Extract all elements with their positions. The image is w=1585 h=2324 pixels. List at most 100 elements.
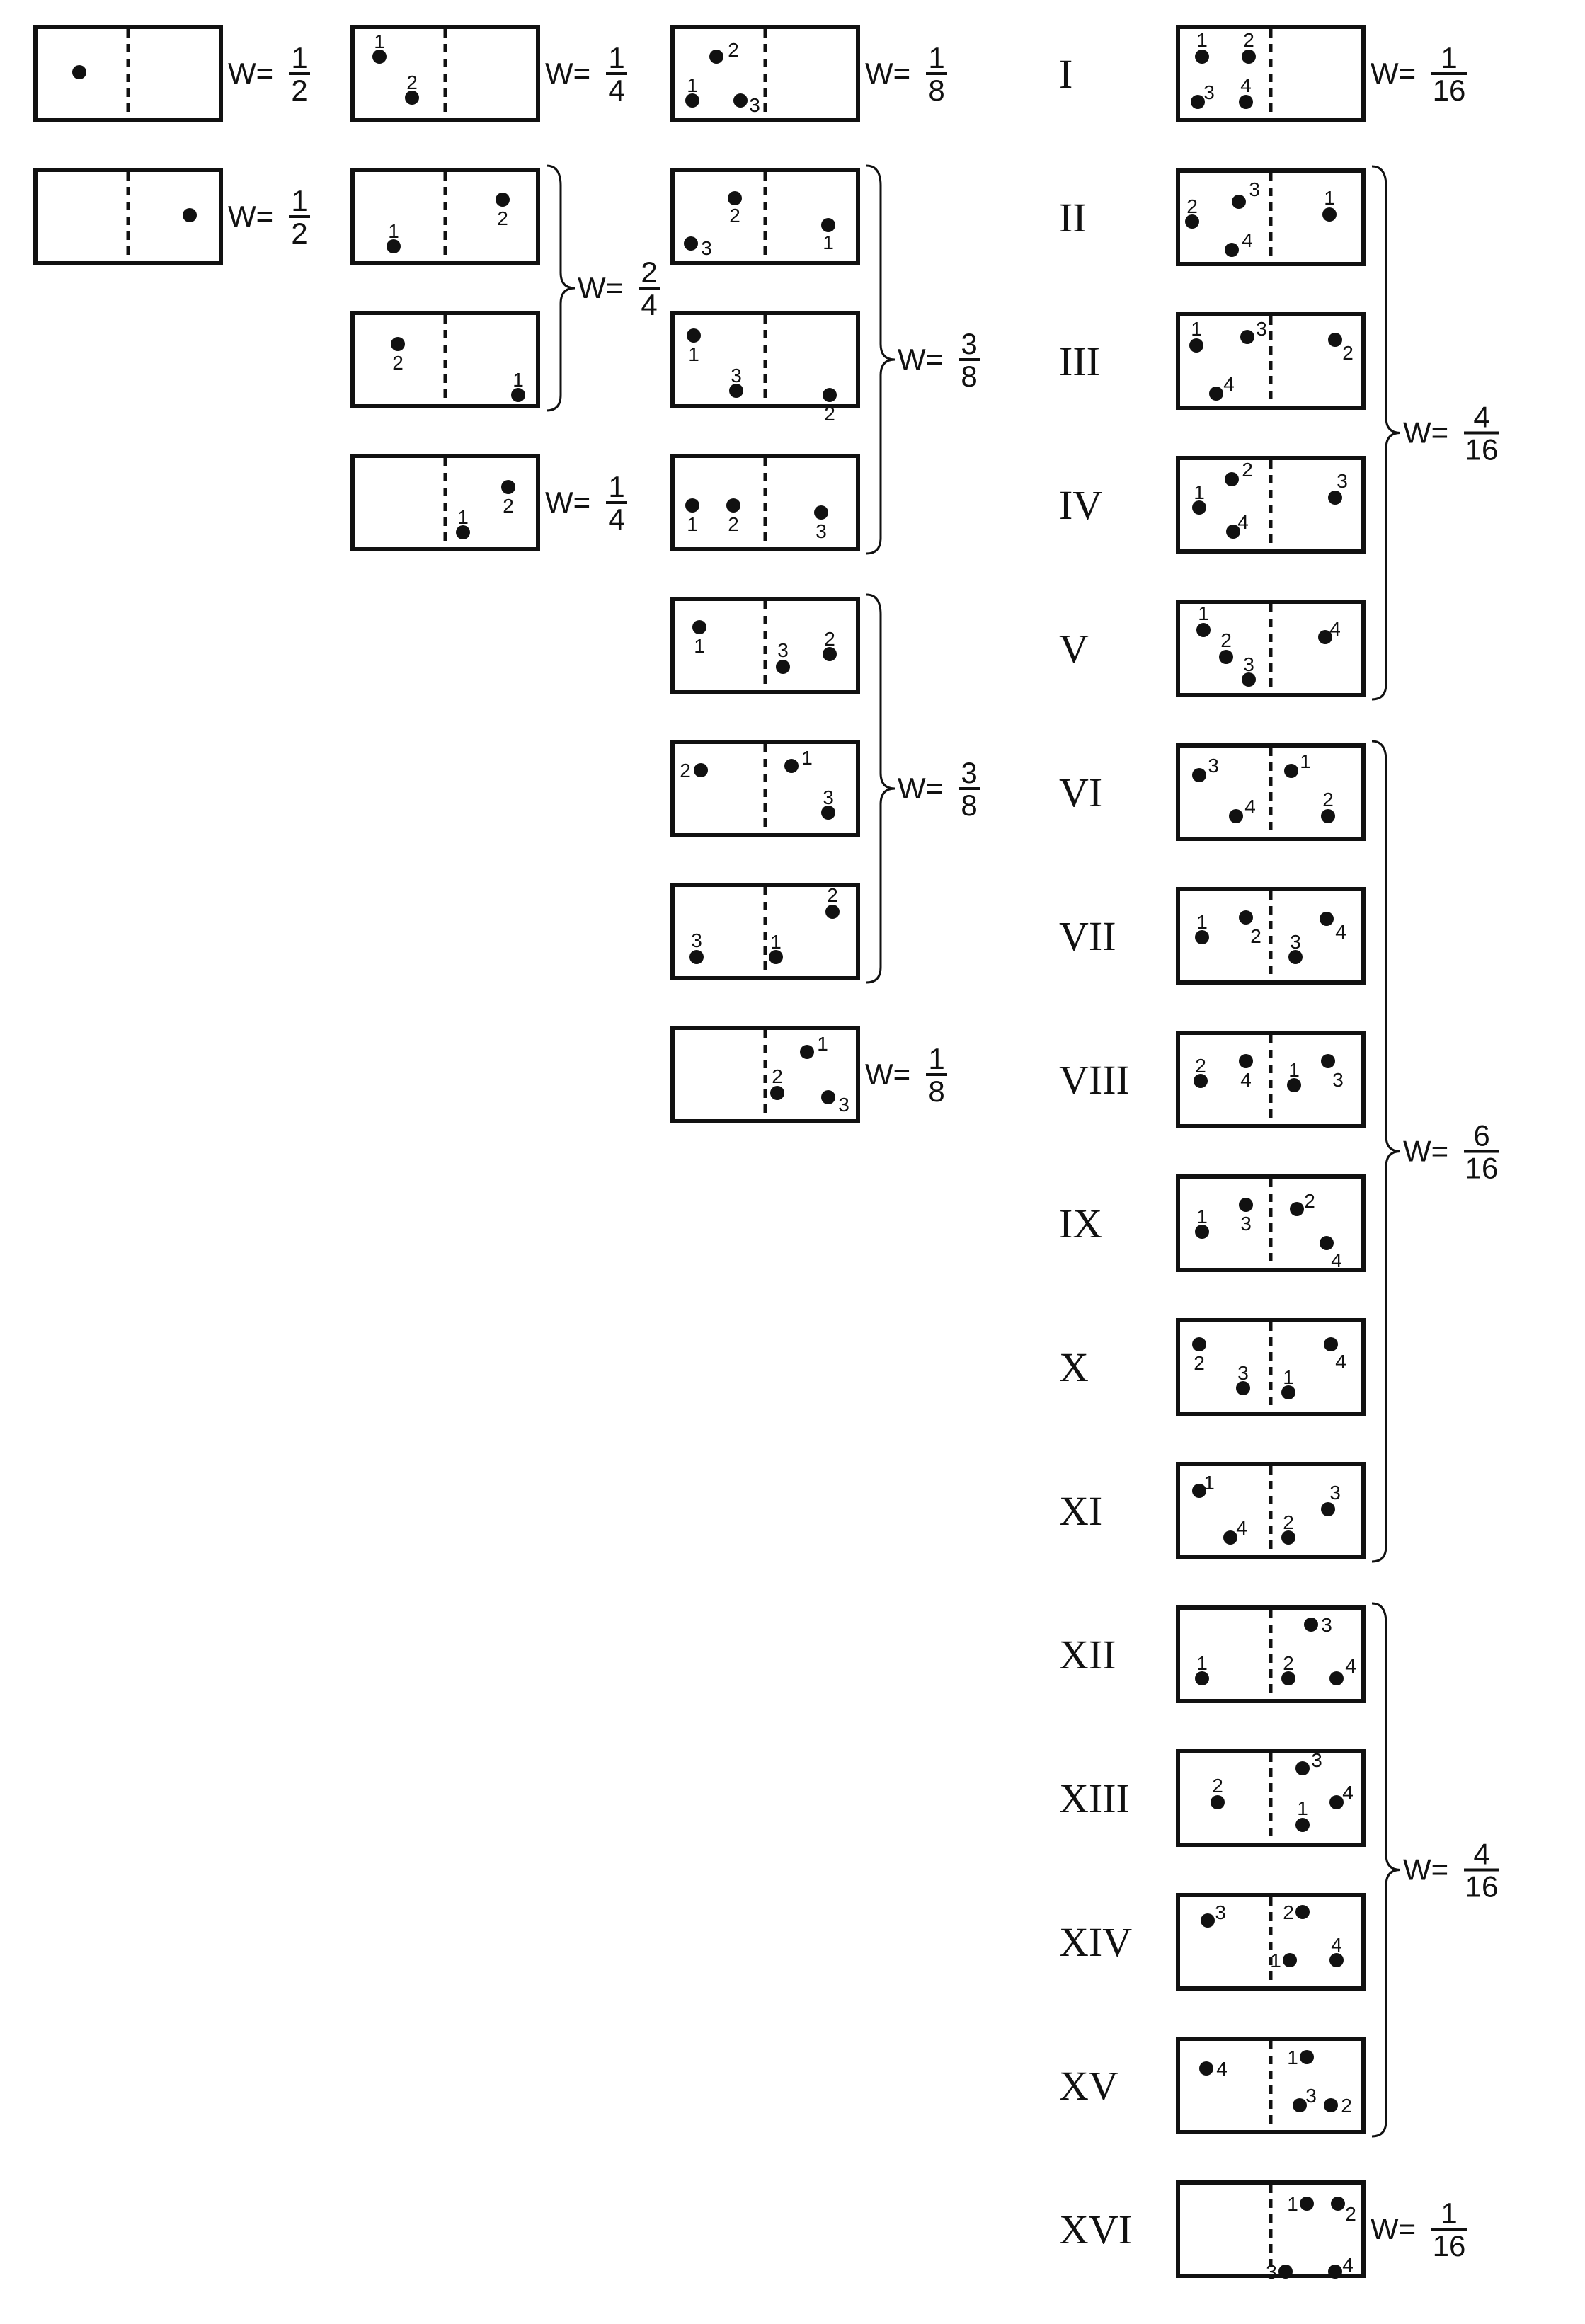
particle-dot <box>511 388 525 402</box>
weight-prefix: W= <box>865 57 910 90</box>
particle-label: 3 <box>823 786 834 808</box>
particle-dot <box>1192 500 1206 515</box>
particle-dot <box>1242 672 1256 687</box>
particle-dot <box>685 498 699 513</box>
particle-label: 1 <box>801 747 813 769</box>
particle-label: 1 <box>1191 318 1202 340</box>
particle-dot <box>1226 525 1240 539</box>
weight-denominator: 16 <box>1433 2229 1466 2262</box>
particle-label: 2 <box>1242 459 1253 481</box>
column-n1: W=12W=12 <box>33 25 310 265</box>
particle-label: 1 <box>1198 602 1209 624</box>
config-box: 12 <box>350 454 540 551</box>
particle-label: 2 <box>824 403 835 425</box>
particle-label: 2 <box>1283 1511 1294 1533</box>
particle-dot <box>1295 1905 1310 1919</box>
particle-dot <box>1290 1202 1304 1216</box>
particle-label: 3 <box>838 1094 849 1116</box>
roman-numeral: V <box>1059 626 1089 672</box>
roman-numeral: I <box>1059 51 1072 97</box>
particle-dot <box>770 1086 784 1100</box>
particle-label: 3 <box>1332 1069 1344 1091</box>
particle-dot <box>1328 2265 1342 2279</box>
weight-denominator: 8 <box>961 360 977 393</box>
weight-numerator: 1 <box>928 1042 944 1075</box>
particle-dot <box>821 218 835 232</box>
particle-dot <box>1236 1381 1250 1395</box>
config-box: 213 <box>670 740 860 837</box>
particle-dot <box>1223 1530 1237 1545</box>
particle-dot <box>769 950 783 964</box>
particle-label: 2 <box>1250 925 1261 947</box>
particle-label: 1 <box>687 513 698 535</box>
particle-dot <box>692 620 706 634</box>
particle-label: 4 <box>1329 618 1341 640</box>
particle-dot <box>1239 95 1253 109</box>
curly-brace <box>866 164 896 555</box>
roman-numeral: II <box>1059 195 1087 241</box>
particle-dot <box>1288 950 1303 964</box>
particle-dot <box>687 328 701 343</box>
particle-dot <box>387 239 401 253</box>
particle-label: 2 <box>1283 1901 1294 1923</box>
config-box: 21 <box>350 311 540 408</box>
config-box: 321 <box>670 883 860 980</box>
particle-label: 3 <box>1329 1482 1341 1504</box>
particle-label: 4 <box>1331 1249 1342 1271</box>
weight-annotation: W=14 <box>545 41 627 107</box>
weight-numerator: 1 <box>928 41 944 74</box>
particle-label: 3 <box>1311 1749 1322 1771</box>
particle-dot <box>784 759 799 773</box>
weight-annotation: W=416 <box>1371 165 1499 701</box>
particle-dot <box>1209 387 1223 401</box>
weight-denominator: 2 <box>291 74 307 107</box>
particle-label: 2 <box>1283 1652 1294 1674</box>
particle-label: 1 <box>1270 1950 1281 1971</box>
curly-brace <box>1371 165 1401 701</box>
weight-prefix: W= <box>545 57 590 90</box>
weight-denominator: 16 <box>1433 74 1466 107</box>
particle-dot <box>72 65 86 79</box>
weight-numerator: 1 <box>1441 41 1457 74</box>
particle-label: 3 <box>1290 931 1301 953</box>
particle-dot <box>709 50 723 64</box>
particle-dot <box>1199 2061 1213 2076</box>
weight-annotation: W=12 <box>228 184 310 250</box>
roman-numeral: XV <box>1059 2063 1118 2109</box>
particle-label: 1 <box>1283 1366 1294 1388</box>
particle-dot <box>501 480 515 494</box>
particle-label: 1 <box>1288 1059 1300 1081</box>
particle-label: 3 <box>1208 755 1219 777</box>
particle-dot <box>726 498 740 513</box>
particle-dot <box>456 525 470 539</box>
weight-prefix: W= <box>1403 1135 1448 1168</box>
particle-label: 3 <box>1337 470 1348 492</box>
particle-dot <box>689 950 704 964</box>
particle-dot <box>1295 1761 1310 1775</box>
particle-label: 4 <box>1331 1934 1342 1956</box>
particle-label: 2 <box>1195 1055 1206 1077</box>
curly-brace <box>1371 1602 1401 2138</box>
particle-dot <box>1192 768 1206 782</box>
particle-label: 1 <box>1196 1652 1208 1674</box>
particle-label: 2 <box>1304 1190 1315 1212</box>
weight-numerator: 1 <box>608 41 624 74</box>
particle-dot <box>1239 1198 1253 1212</box>
roman-numeral: VIII <box>1059 1057 1130 1103</box>
weight-annotation: W=38 <box>866 164 980 555</box>
config-box <box>33 168 223 265</box>
roman-numeral: XIII <box>1059 1775 1130 1821</box>
particle-dot <box>1240 330 1254 344</box>
particle-label: 1 <box>817 1033 828 1055</box>
weight-prefix: W= <box>865 1058 910 1091</box>
particle-dot <box>814 505 828 520</box>
